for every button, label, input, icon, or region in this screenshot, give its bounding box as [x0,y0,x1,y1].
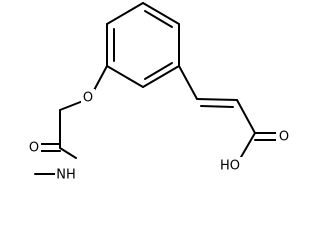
amide-nh-label: NH [56,168,76,183]
acid-carbonyl-oxygen-atom: O [276,128,292,145]
amide-nh-atom: NH [55,166,78,183]
ring-bond [106,2,144,25]
ether-oxygen-atom: O [81,89,95,106]
vinyl-double-bond-inner [200,105,234,108]
oxygen-to-ch2-bond [59,100,84,111]
ring-double-bond-inner [144,62,173,80]
amide-carbonyl-oxygen-atom: O [26,139,41,156]
vinyl-double-bond [196,98,238,101]
ring-double-bond-inner [144,10,173,28]
ring-to-vinyl-bond [178,65,198,100]
ether-oxygen-label: O [83,91,93,106]
chemical-structure-diagram: O O NH O HO [26,2,292,183]
acid-hydroxyl-label: HO [220,159,240,174]
vinyl-to-carboxyl-bond [236,99,256,134]
amide-ether-chain [34,65,108,175]
amide-carbonyl-oxygen-label: O [29,141,39,156]
ring-bond [142,65,180,88]
carbonyl-to-nitrogen-bond [59,147,77,159]
benzene-ring [106,2,180,88]
acid-carbonyl-oxygen-label: O [279,130,289,145]
ring-bond [106,65,144,88]
acid-hydroxyl-atom: HO [218,157,243,174]
ring-bond [142,2,180,25]
acrylic-acid-chain [178,65,279,165]
